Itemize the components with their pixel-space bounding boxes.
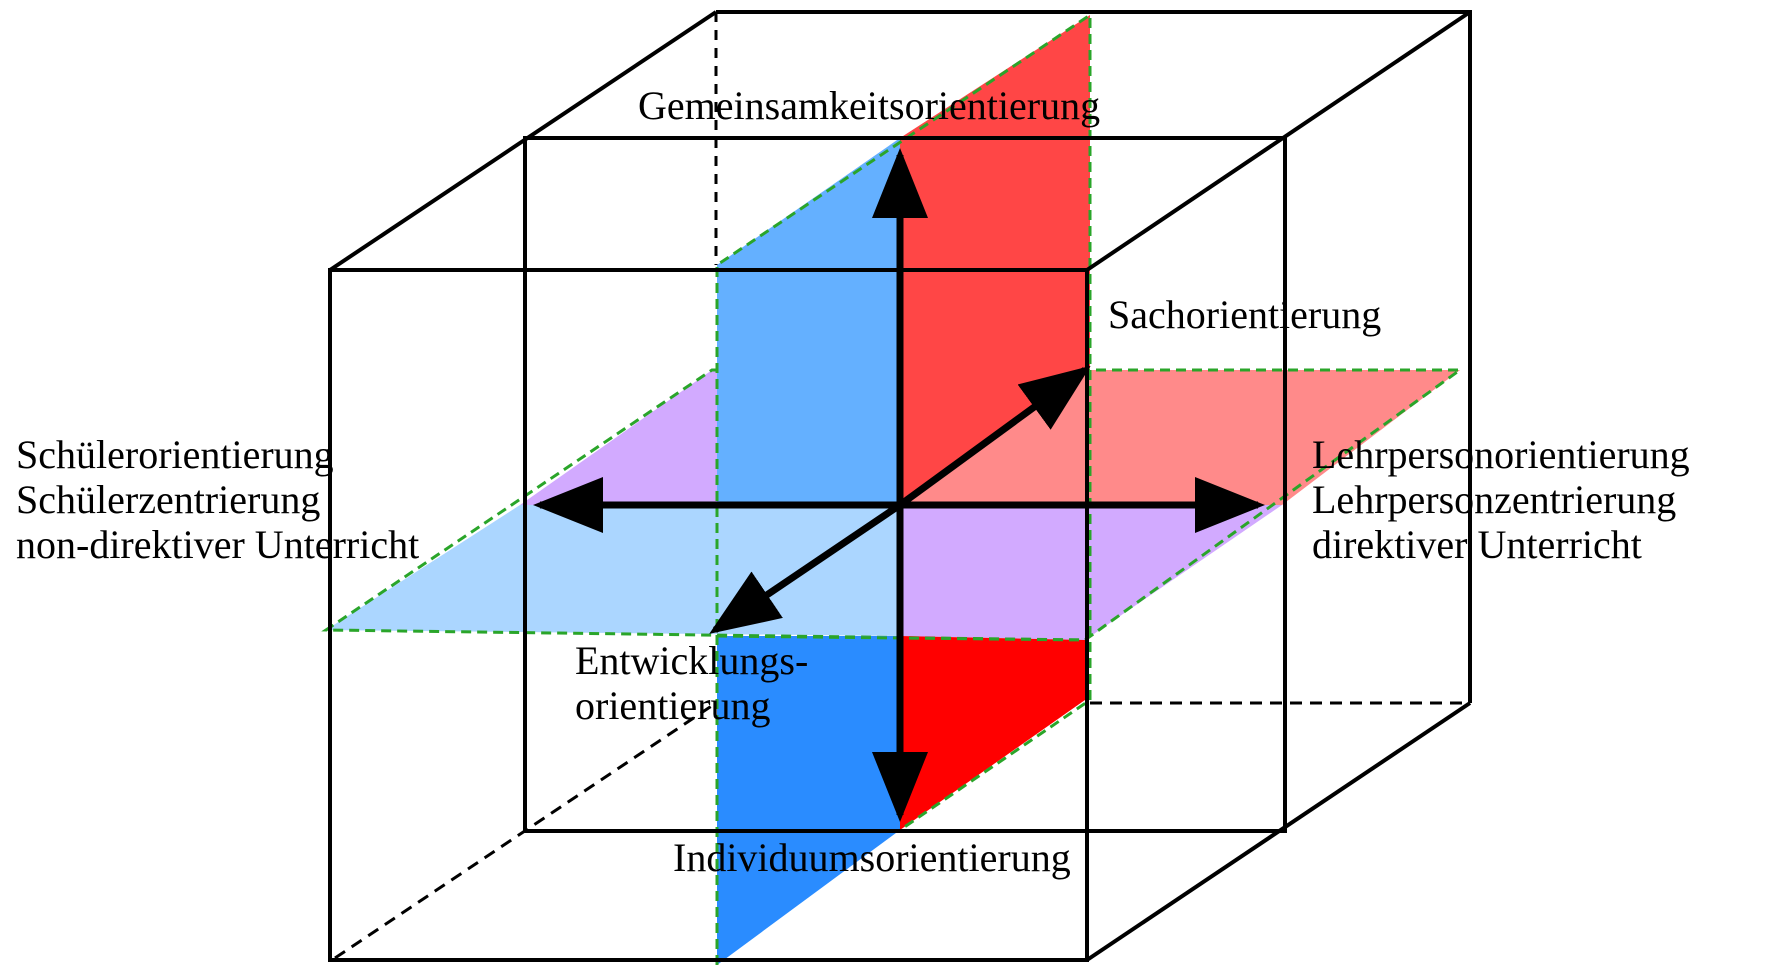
label-top: Gemeinsamkeitsorientierung bbox=[638, 83, 1101, 128]
plane-horizontal-border bbox=[321, 368, 1465, 642]
plane-vertical-blue-lower bbox=[717, 636, 900, 965]
plane-horizontal-front-right bbox=[900, 505, 1282, 640]
label-front-left-line2: orientierung bbox=[575, 683, 771, 728]
label-back-right: Sachorientierung bbox=[1108, 292, 1382, 337]
label-left-line1: Schülerorientierung bbox=[16, 432, 334, 477]
plane-vertical-red-lower bbox=[900, 636, 1085, 830]
cube-front-face bbox=[328, 268, 1089, 962]
label-left-line2: Schülerzentrierung bbox=[16, 477, 321, 522]
cube-edge-top-right bbox=[1085, 10, 1472, 272]
arrow-front-left bbox=[709, 502, 902, 634]
label-right-line2: Lehrpersonzentrierung bbox=[1312, 477, 1677, 522]
label-bottom: Individuumsorientierung bbox=[673, 835, 1071, 880]
arrow-back-right bbox=[897, 365, 1091, 508]
cube-edge-bottom-right bbox=[1085, 701, 1472, 962]
cube-middle-square bbox=[523, 136, 1287, 833]
label-left-line3: non-direktiver Unterricht bbox=[16, 522, 420, 567]
label-right: Lehrpersonorientierung Lehrpersonzentrie… bbox=[1312, 432, 1690, 567]
label-front-left-line1: Entwicklungs- bbox=[575, 638, 809, 683]
plane-vertical-border-left bbox=[715, 12, 1092, 965]
cube-edge-top-left bbox=[328, 10, 718, 272]
label-left: Schülerorientierung Schülerzentrierung n… bbox=[16, 432, 419, 567]
label-right-line3: direktiver Unterricht bbox=[1312, 522, 1642, 567]
label-right-line1: Lehrpersonorientierung bbox=[1312, 432, 1690, 477]
plane-vertical-blue-upper bbox=[717, 138, 900, 505]
label-front-left: Entwicklungs- orientierung bbox=[575, 638, 808, 728]
